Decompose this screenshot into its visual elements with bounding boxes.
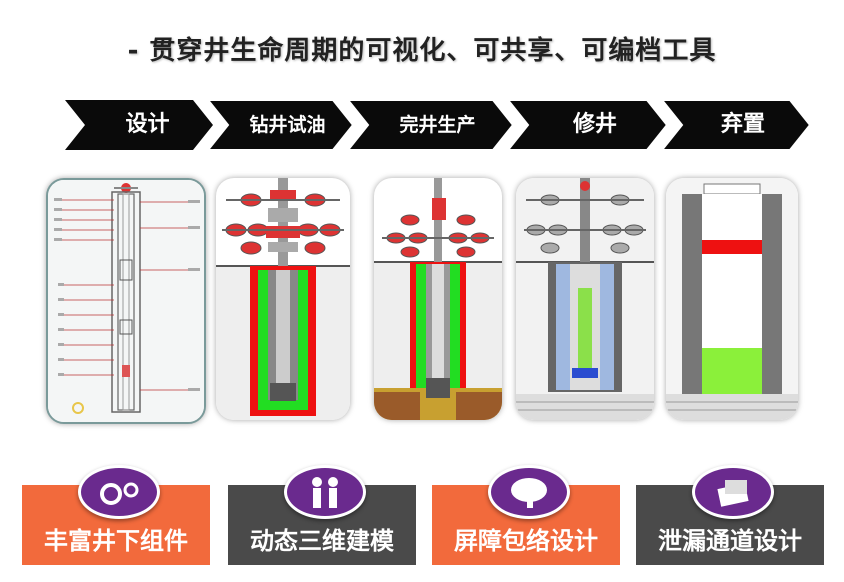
- stage-arrow-workover: [506, 100, 669, 150]
- drilling-wellbore-image: [216, 178, 350, 420]
- stage-label-design: 设计: [125, 112, 170, 137]
- workover-panel: [516, 178, 654, 420]
- workover-wellbore-image: [516, 178, 654, 420]
- stage-arrow-completion: [346, 100, 515, 150]
- feature-dynamic-3d: 动态三维建模: [228, 465, 416, 565]
- completion-panel: [374, 178, 502, 420]
- drilling-panel: [216, 178, 350, 420]
- design-schematic-image: [48, 180, 204, 422]
- gears-icon: [78, 465, 160, 519]
- stage-label-completion: 完井生产: [399, 114, 476, 136]
- stage-arrow-abandon: [660, 100, 810, 150]
- feature-rich-components: 丰富井下组件: [22, 465, 210, 565]
- feature-label: 丰富井下组件: [44, 527, 188, 555]
- page-title: - 贯穿井生命周期的可视化、可共享、可编档工具: [127, 36, 717, 66]
- stage-label-workover: 修井: [572, 112, 617, 137]
- feature-label: 屏障包络设计: [454, 527, 598, 555]
- brain-icon: [488, 465, 570, 519]
- stage-label-drilling: 钻井试油: [249, 114, 326, 136]
- feature-leak-path: 泄漏通道设计: [636, 465, 824, 565]
- abandonment-wellbore-image: [666, 178, 798, 420]
- stage-arrows-graphic: [65, 100, 810, 150]
- abandonment-panel: [666, 178, 798, 420]
- design-schematic-panel: [46, 178, 206, 424]
- stage-arrow-drilling: [206, 100, 355, 150]
- feature-label: 泄漏通道设计: [658, 527, 802, 555]
- lifecycle-stage-bar: 设计 钻井试油 完井生产 修井 弃置: [65, 100, 810, 150]
- completion-wellbore-image: [374, 178, 502, 420]
- people-icon: [284, 465, 366, 519]
- feature-label: 动态三维建模: [250, 527, 394, 555]
- stage-label-abandon: 弃置: [720, 112, 765, 137]
- stage-arrow-design: [65, 100, 213, 150]
- feature-barrier-envelope: 屏障包络设计: [432, 465, 620, 565]
- cards-icon: [692, 465, 774, 519]
